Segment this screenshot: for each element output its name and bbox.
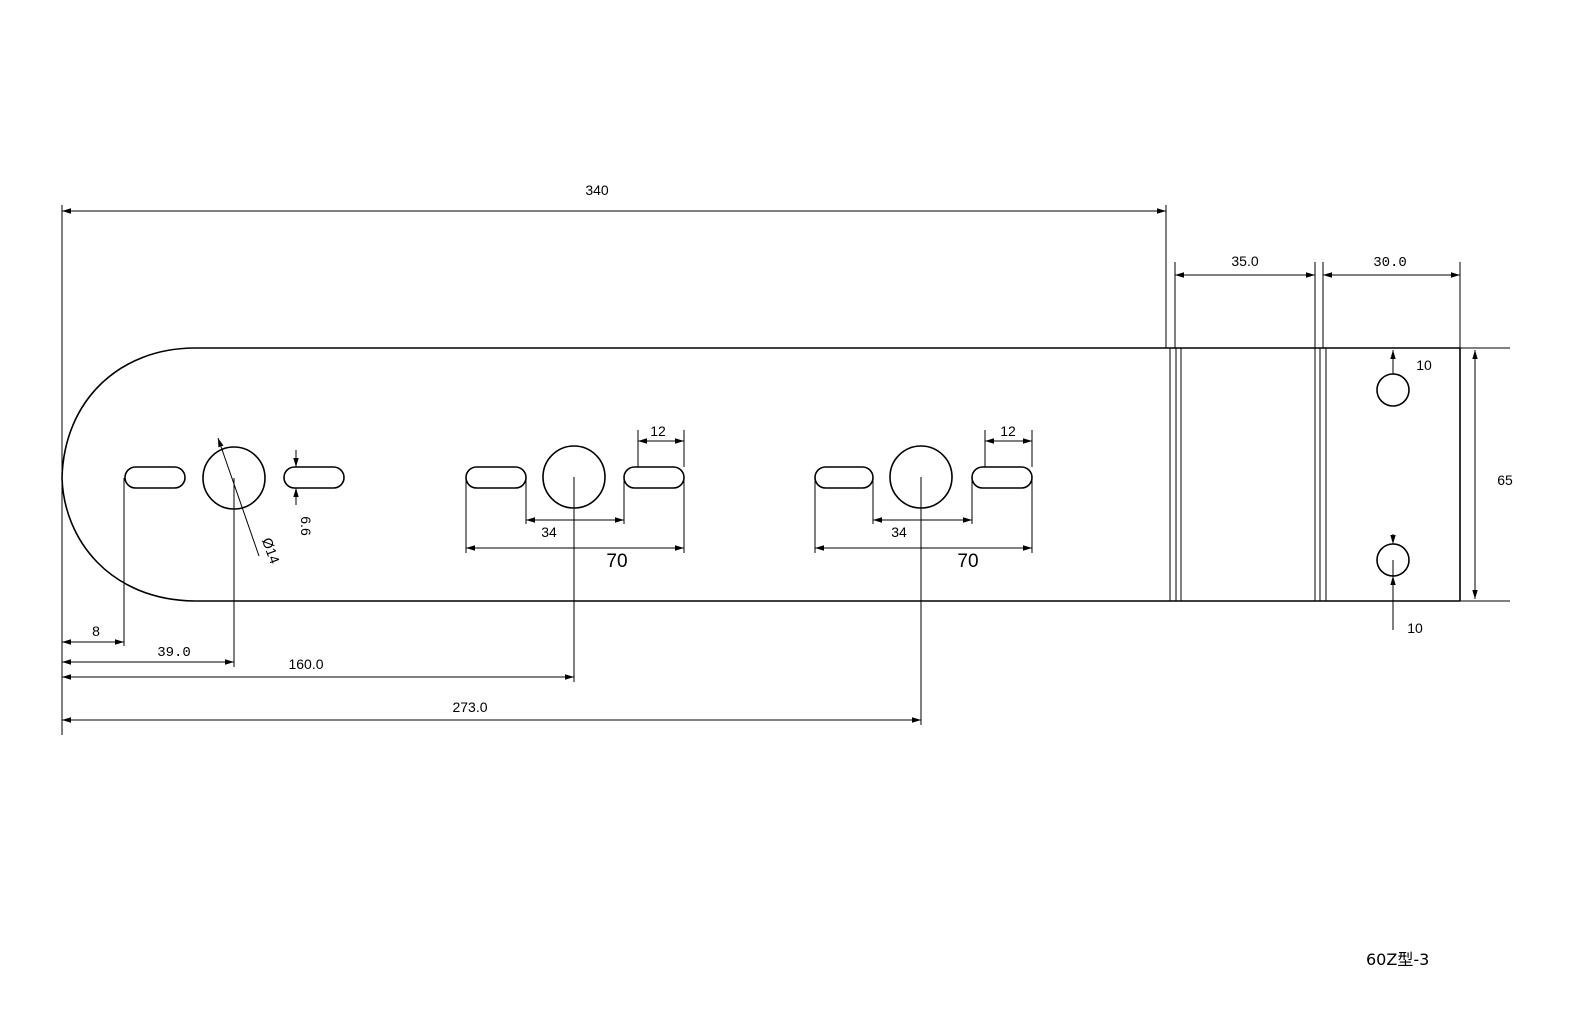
flange-holes [1376, 373, 1410, 577]
extension-lines [61, 205, 1510, 735]
dim-slot-span-b: 70 [957, 551, 978, 572]
dim-slot-width: 6.6 [298, 516, 314, 536]
dim-hole-offset-bottom: 10 [1407, 620, 1423, 636]
dimension-lines [62, 208, 1478, 723]
dim-slot-offset: 8 [92, 623, 100, 639]
slot [283, 466, 345, 489]
dim-height: 65 [1497, 472, 1513, 488]
flange-hole-top [1376, 373, 1410, 407]
dim-slot-span-a: 70 [606, 551, 627, 572]
dim-slot-spacing-b: 34 [891, 524, 907, 540]
dim-flange-width-1: 35.0 [1231, 253, 1258, 269]
dim-hole2-position: 160.0 [288, 656, 323, 672]
drawing-label: 60Z型-3 [1366, 950, 1430, 969]
slot [124, 466, 186, 489]
dim-flange-width-2: 30.0 [1373, 255, 1407, 271]
dim-slot-length-a: 12 [650, 423, 666, 439]
dim-hole3-position: 273.0 [452, 699, 487, 715]
dim-hole1-position: 39.0 [157, 645, 191, 661]
dim-slot-length-b: 12 [1000, 423, 1016, 439]
slot [465, 466, 527, 489]
dimension-labels: 340 35.0 30.0 65 10 10 8 39.0 160.0 273.… [92, 182, 1513, 715]
hole-group-3 [814, 445, 1033, 509]
hole-group-2 [465, 445, 685, 509]
slot [814, 466, 874, 489]
dim-overall-length: 340 [585, 182, 609, 198]
dim-slot-spacing-a: 34 [541, 524, 557, 540]
bend-lines [1169, 348, 1327, 601]
dim-hole-offset-top: 10 [1416, 357, 1432, 373]
dim-hole-diameter: Ø14 [259, 535, 283, 566]
slot [971, 466, 1033, 489]
slot [623, 466, 685, 489]
